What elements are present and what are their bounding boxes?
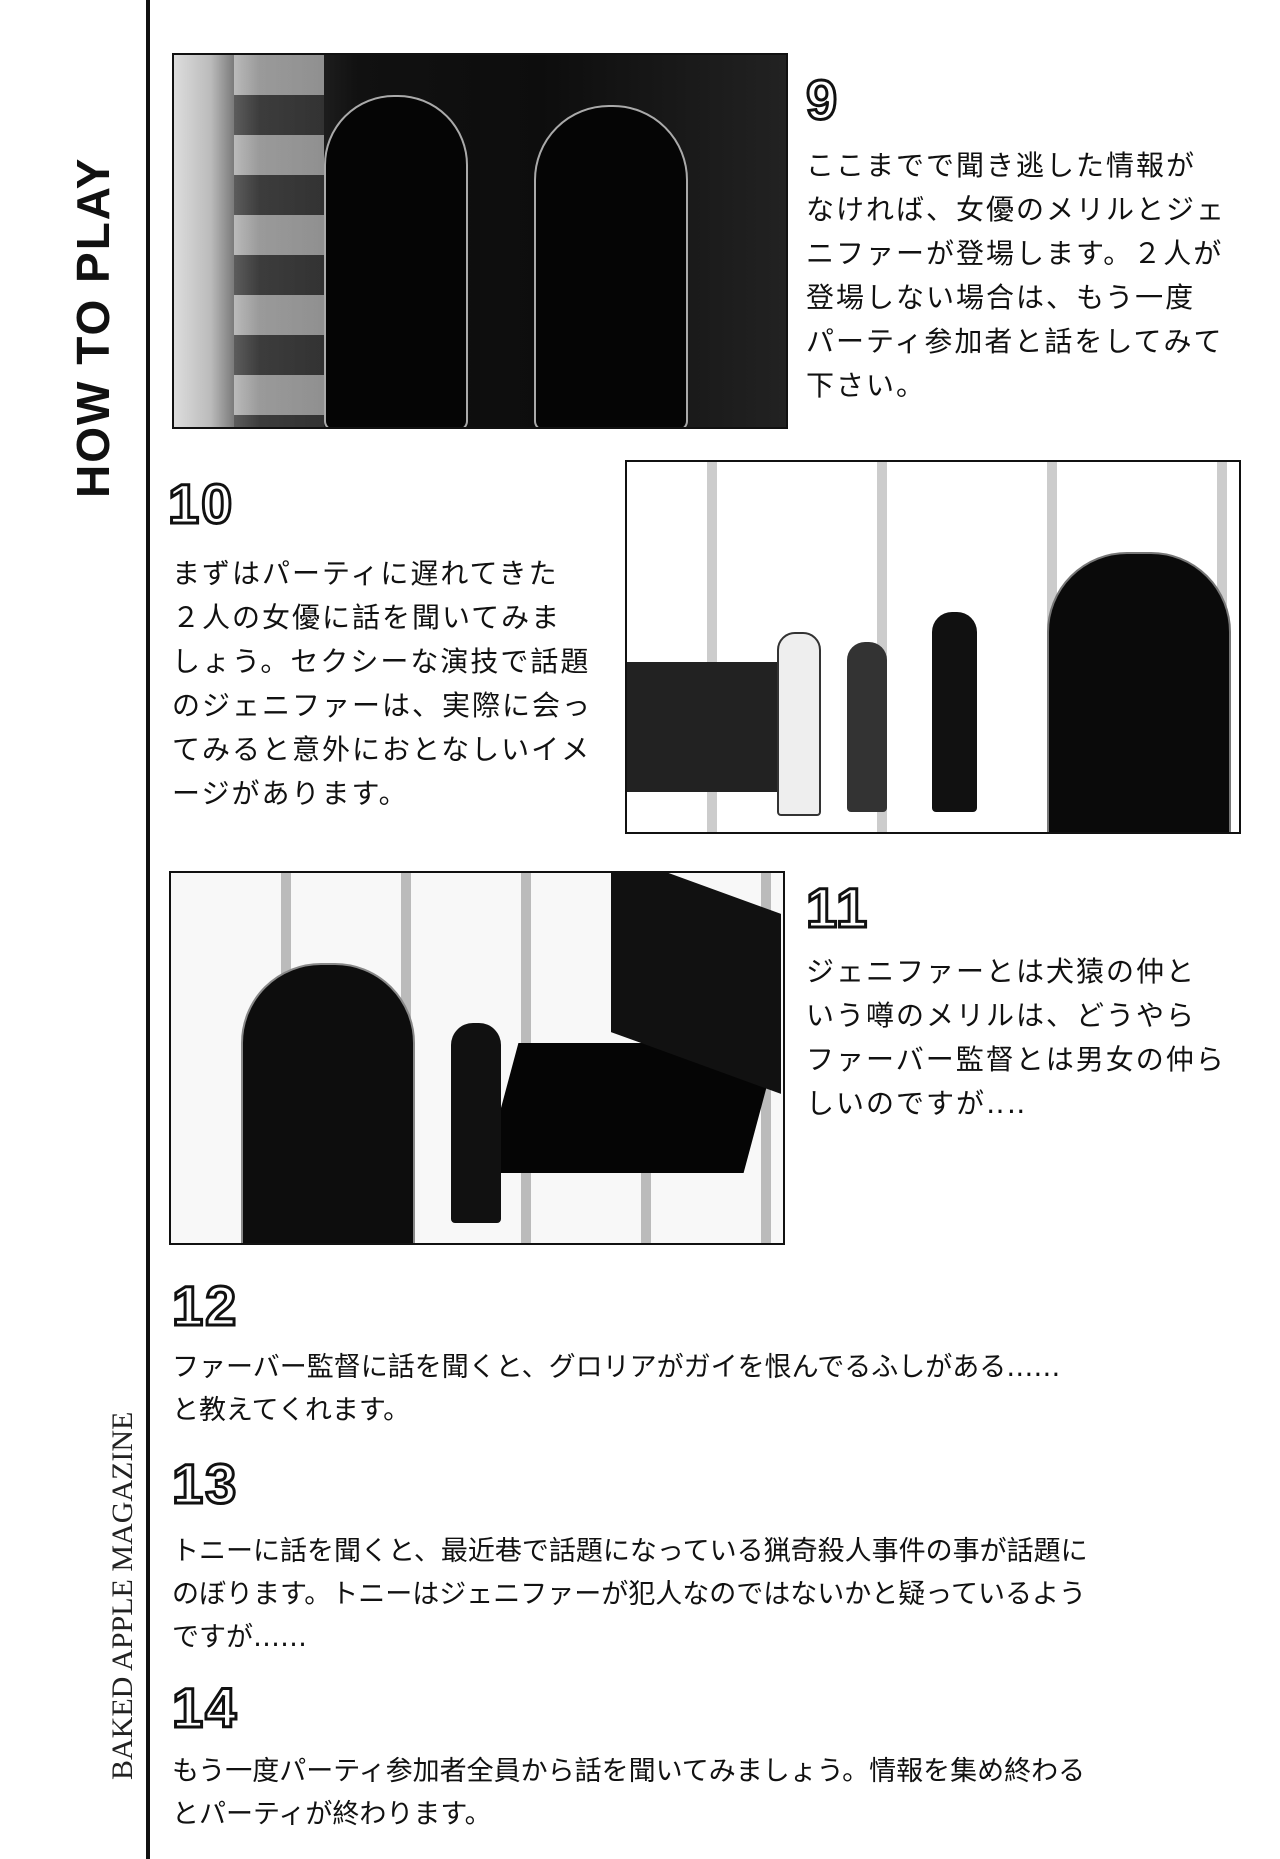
text-line: まずはパーティに遅れてきた [172,557,559,590]
actress-figure [324,95,468,427]
step-number-14: 14 [170,1676,239,1739]
text-line: とパーティが終わります。 [172,1799,492,1830]
guest-figure [847,642,887,812]
text-line: 登場しない場合は、もう一度 [806,281,1196,314]
step-number-12: 12 [170,1274,239,1337]
text-line: もう一度パーティ参加者全員から話を聞いてみましょう。情報を集め終わる [172,1756,1086,1787]
step-number-9: 9 [804,68,840,131]
text-line: トニーに話を聞くと、最近巷で話題になっている猟奇殺人事件の事が話題に [172,1536,1088,1567]
text-line: 下さい。 [806,369,927,402]
step-number-10: 10 [166,472,235,535]
text-line: ージがあります。 [172,777,409,810]
text-line: てみると意外におとなしいイメ [172,733,592,766]
text-line: しょう。セクシーな演技で話題 [172,645,591,678]
step-number-11: 11 [804,876,870,939]
text-line: ここまでで聞き逃した情報が [806,149,1197,182]
text-line: のぼります。トニーはジェニファーが犯人なのではないかと疑っているよう [172,1579,1086,1610]
step-13-text: トニーに話を聞くと、最近巷で話題になっている猟奇殺人事件の事が話題に のぼります… [172,1530,1088,1659]
text-line: パーティ参加者と話をしてみて [806,325,1224,358]
game-screenshot-actresses [172,53,788,429]
actress-figure [241,963,415,1243]
step-12-text: ファーバー監督に話を聞くと、グロリアがガイを恨んでるふしがある‥‥‥ と教えてく… [172,1346,1060,1432]
step-14-text: もう一度パーティ参加者全員から話を聞いてみましょう。情報を集め終わる とパーティ… [172,1750,1085,1836]
step-9-text: ここまでで聞き逃した情報が なければ、女優のメリルとジェ ニファーが登場します。… [806,144,1226,408]
step-number-13: 13 [170,1452,239,1515]
guest-figure [932,612,977,812]
text-line: ジェニファーとは犬猿の仲と [806,955,1197,988]
game-screenshot-piano-room [169,871,785,1245]
staircase [234,55,324,427]
actress-figure [1047,552,1231,832]
text-line: しいのですが‥‥ [806,1087,1028,1120]
guest-figure [451,1023,501,1223]
text-line: ですが‥‥‥ [172,1622,308,1653]
text-line: のジェニファーは、実際に会っ [172,689,593,722]
text-line: ２人の女優に話を聞いてみま [172,601,562,634]
guest-figure [777,632,821,816]
step-10-text: まずはパーティに遅れてきた ２人の女優に話を聞いてみま しょう。セクシーな演技で… [172,552,592,816]
step-11-text: ジェニファーとは犬猿の仲と いう噂のメリルは、どうやら ファーバー監督とは男女の… [806,950,1226,1126]
text-line: と教えてくれます。 [172,1395,411,1426]
page-divider-rule [146,0,150,1859]
actress-figure [534,105,688,427]
text-line: なければ、女優のメリルとジェ [806,193,1227,226]
section-title: HOW TO PLAY [67,156,119,498]
game-screenshot-party-hall [625,460,1241,834]
sofa [627,662,797,792]
text-line: ファーバー監督とは男女の仲ら [806,1043,1226,1076]
text-line: ニファーが登場します。２人が [806,237,1224,270]
text-line: ファーバー監督に話を聞くと、グロリアがガイを恨んでるふしがある‥‥‥ [172,1352,1061,1383]
magazine-name: BAKED APPLE MAGAZINE [106,1411,139,1780]
text-line: いう噂のメリルは、どうやら [806,999,1197,1032]
